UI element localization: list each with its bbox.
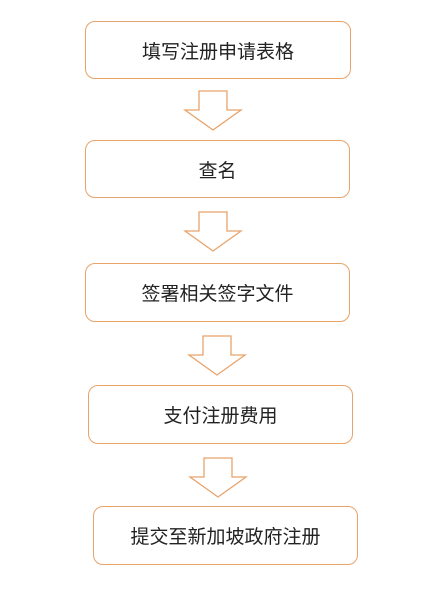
step-submit-to-government: 提交至新加坡政府注册 [93, 506, 358, 565]
step-label: 支付注册费用 [163, 405, 278, 427]
step-label: 填写注册申请表格 [141, 40, 294, 63]
step-label: 提交至新加坡政府注册 [130, 526, 321, 548]
step-label: 签署相关签字文件 [141, 283, 294, 305]
step-pay-registration-fee: 支付注册费用 [88, 385, 353, 444]
step-sign-documents: 签署相关签字文件 [85, 263, 350, 322]
down-arrow-icon [183, 211, 243, 252]
down-arrow-icon [183, 90, 243, 131]
down-arrow-icon [188, 457, 248, 498]
step-label: 查名 [198, 159, 237, 182]
step-name-check: 查名 [85, 140, 350, 198]
step-fill-application-form: 填写注册申请表格 [85, 21, 351, 79]
down-arrow-icon [187, 335, 247, 376]
